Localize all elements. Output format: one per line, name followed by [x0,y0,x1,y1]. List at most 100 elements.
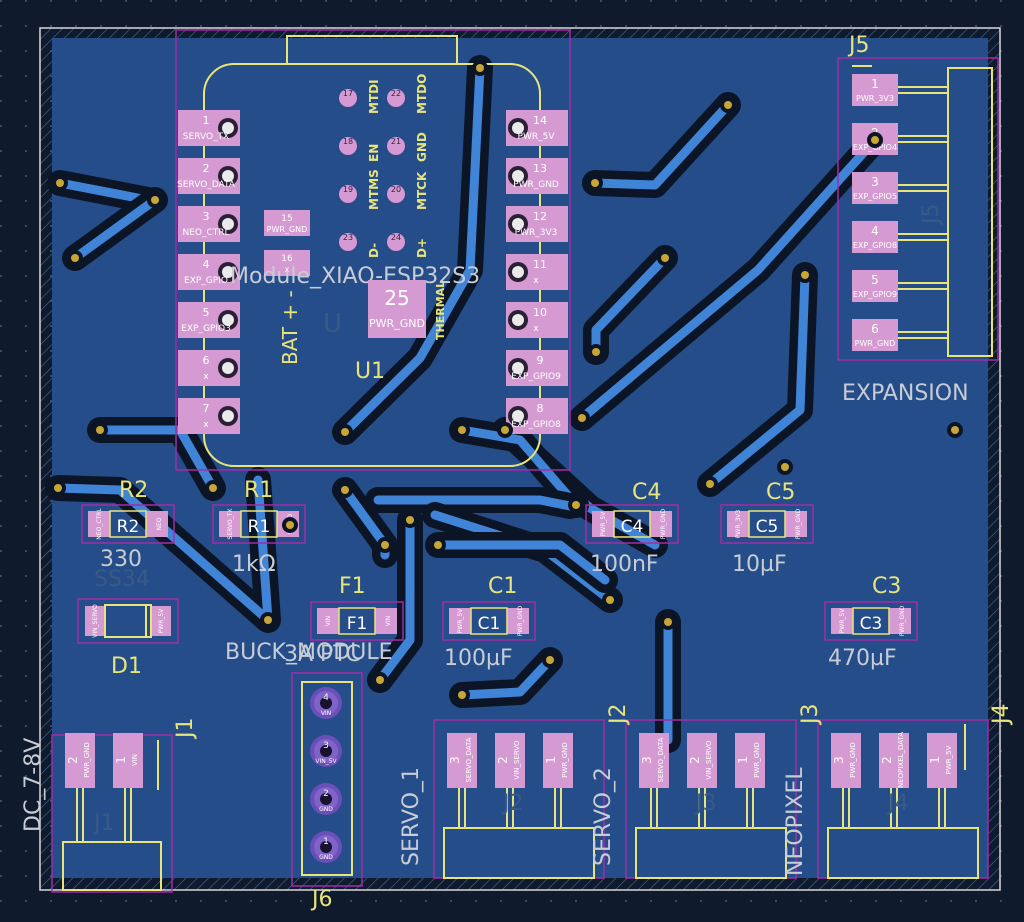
component-ref: C4 [621,517,644,537]
copper-trace [70,195,160,263]
pad-net: VIN_SERVO [705,740,713,780]
c1-ref: C1 [488,574,517,599]
battery-pad[interactable]: 16x [264,250,310,276]
copper-trace [55,178,153,205]
pad-number: 14 [533,114,547,127]
vias [50,60,963,703]
c4-ref: C4 [632,480,661,505]
pad-number: 13 [533,162,547,175]
pad-net: PWR_GND [513,180,559,190]
jtag-pad[interactable]: 18 [339,137,357,155]
pads[interactable]: 1SERVO_TX2SERVO_DATA3NEO_CTRL4EXP_GPIO5E… [65,74,957,863]
c1-value: 100µF [444,646,513,671]
j5-ref-fab: J5 [919,204,944,227]
jtag-pad[interactable]: 24 [387,233,405,251]
pad-number: 11 [533,258,547,271]
pad-net: PWR_5V [839,608,846,634]
f1-value: 3A PTC [284,642,361,667]
c3-value: 470µF [828,646,897,671]
d1-ref: D1 [111,654,142,679]
pad-net: VIN [321,710,331,717]
jtag-pad[interactable]: 20 [387,185,405,203]
pad-number: 2 [496,756,510,764]
j5-courtyard [837,57,999,361]
pad-net: VIN_SERVO [513,740,521,780]
module-pad-left[interactable]: 7x [178,398,240,434]
c3-ref: C3 [872,574,901,599]
jtag-pad[interactable]: 23 [339,233,357,251]
via [458,691,466,699]
via [151,196,159,204]
jtag-label: EN [367,144,381,162]
pad-number: 1 [203,114,210,127]
j3-ref-fab: J3 [694,791,717,816]
jtag-pad[interactable]: 17 [339,89,357,107]
via [406,516,414,524]
jtag-pad[interactable]: 19 [339,185,357,203]
pad-number: 17 [343,89,353,98]
traces [45,55,888,753]
via [381,541,389,549]
jtag-pad[interactable]: 22 [387,89,405,107]
pad-net: PWR_GND [795,508,802,539]
pad-number: 4 [323,693,329,703]
copper-trace [590,100,733,190]
pad-net: VIN [385,616,392,626]
module-pad-right[interactable]: 10x [506,302,568,338]
pad-number: 3 [832,756,846,764]
jtag-pad[interactable]: 21 [387,137,405,155]
copper-trace [457,655,555,700]
module-pad-right[interactable]: 11x [506,254,568,290]
pad-number: 22 [391,89,401,98]
j2-housing [443,827,595,879]
pad-number: 24 [391,233,401,242]
pad-net: PWR_3V3 [515,228,558,238]
pad-number: 1 [871,77,879,91]
pad-net: SERVO_DATA [465,737,473,782]
via [781,463,789,471]
thermal-pad[interactable] [368,280,426,338]
pad-number: 9 [537,354,544,367]
pad-number: 21 [391,137,401,146]
module-pad-left[interactable]: 6x [178,350,240,386]
